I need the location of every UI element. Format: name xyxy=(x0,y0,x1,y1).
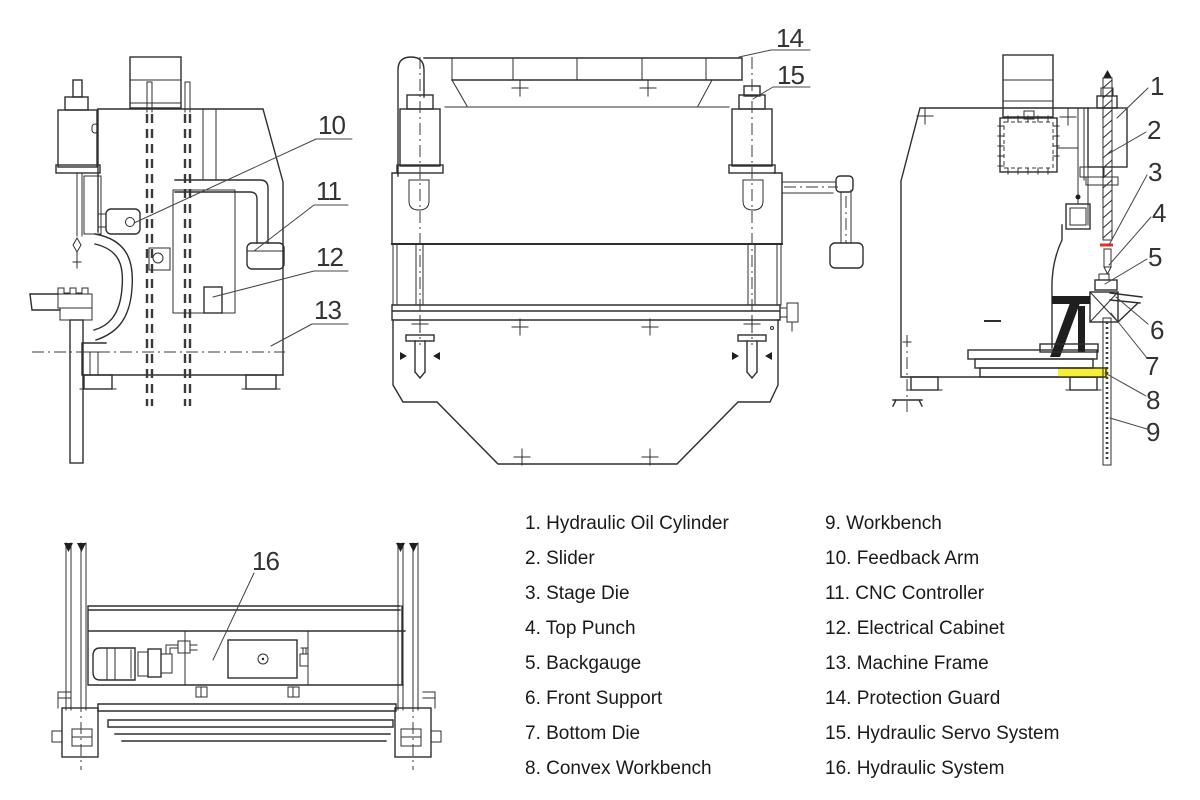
die-clamp-pin xyxy=(400,334,440,380)
legend-column-left: 1. Hydraulic Oil Cylinder 2. Slider 3. S… xyxy=(525,506,825,786)
legend-item-15: 15. Hydraulic Servo System xyxy=(825,723,1060,744)
callout-1: 1 xyxy=(1150,71,1164,101)
pump-motor-part xyxy=(92,647,136,681)
oil-tank-part xyxy=(999,117,1058,173)
top-view-drawing: 16 xyxy=(51,542,442,770)
legend-item-12: 12. Electrical Cabinet xyxy=(825,618,1005,639)
backgauge-finger-part xyxy=(1094,279,1118,291)
front-support-part xyxy=(1109,292,1143,323)
legend-column-right: 9. Workbench 10. Feedback Arm 11. CNC Co… xyxy=(825,506,1125,786)
callout-5: 5 xyxy=(1148,242,1162,272)
callout-16: 16 xyxy=(252,546,279,576)
cnc-controller-part xyxy=(829,242,864,269)
callout-15: 15 xyxy=(777,60,804,90)
legend-item-7: 7. Bottom Die xyxy=(525,723,641,744)
legend-item-16: 16. Hydraulic System xyxy=(825,758,1005,779)
callout-3: 3 xyxy=(1148,157,1162,187)
workbench-plate-part xyxy=(1102,317,1112,466)
callout-8: 8 xyxy=(1146,385,1160,415)
legend-item-14: 14. Protection Guard xyxy=(825,688,1001,709)
hydraulic-cylinder-part xyxy=(1087,107,1128,168)
workbench-beam-part xyxy=(391,304,781,321)
callout-11: 11 xyxy=(316,176,342,206)
cnc-controller-part xyxy=(246,242,285,270)
callout-2: 2 xyxy=(1147,115,1161,145)
convex-workbench-highlight xyxy=(1058,367,1108,377)
protection-guard-part xyxy=(397,56,425,177)
bottom-die-part xyxy=(1089,291,1119,323)
top-punch-part xyxy=(1103,248,1112,268)
legend-item-1: 1. Hydraulic Oil Cylinder xyxy=(525,513,729,534)
legend-item-8: 8. Convex Workbench xyxy=(525,758,712,779)
callout-13: 13 xyxy=(314,295,341,325)
legend-item-6: 6. Front Support xyxy=(525,688,663,709)
left-side-view-drawing: 10 11 12 13 xyxy=(29,56,353,464)
legend-item-5: 5. Backgauge xyxy=(525,653,642,674)
end-block xyxy=(394,691,442,770)
legend-item-2: 2. Slider xyxy=(525,548,595,569)
callout-6: 6 xyxy=(1150,315,1164,345)
legend-item-4: 4. Top Punch xyxy=(525,618,636,639)
right-side-view-drawing: 1 2 3 4 5 6 7 8 9 xyxy=(892,54,1167,466)
callout-9: 9 xyxy=(1146,417,1160,447)
callout-10: 10 xyxy=(318,110,345,140)
electrical-cabinet-part xyxy=(203,286,223,314)
legend-item-9: 9. Workbench xyxy=(825,513,942,534)
end-block xyxy=(51,691,99,770)
callout-7: 7 xyxy=(1145,351,1159,381)
callout-4: 4 xyxy=(1152,198,1166,228)
oil-tank-part xyxy=(227,639,298,679)
legend-item-13: 13. Machine Frame xyxy=(825,653,989,674)
legend-item-11: 11. CNC Controller xyxy=(825,583,985,604)
legend-item-10: 10. Feedback Arm xyxy=(825,548,980,569)
feedback-arm-part xyxy=(105,208,141,235)
die-clamp-pin xyxy=(732,334,772,380)
front-view-drawing: 14 15 xyxy=(391,23,864,466)
callout-12: 12 xyxy=(316,242,343,272)
callout-14: 14 xyxy=(776,23,803,53)
legend-item-3: 3. Stage Die xyxy=(525,583,630,604)
backgauge-mechanism-part xyxy=(1039,296,1099,357)
